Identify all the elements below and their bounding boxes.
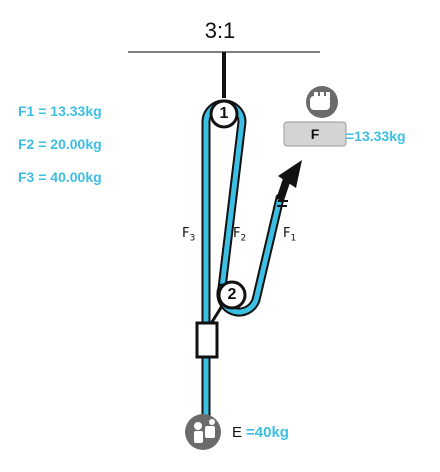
label-f3: F3	[182, 226, 196, 244]
ratio-title: 3:1	[204, 18, 236, 43]
pull-force-box	[283, 121, 347, 147]
pull-arrow	[276, 160, 302, 207]
label-f1: F1	[283, 226, 297, 244]
pulley-link	[210, 305, 224, 323]
pulley-1	[209, 99, 239, 129]
force-f1: F1 = 13.33kg	[18, 103, 102, 119]
worker-icon	[185, 414, 221, 450]
rope-clamp	[195, 321, 219, 359]
pull-force-value: =13.33kg	[346, 128, 406, 144]
load-value: =40kg	[246, 424, 289, 441]
label-f2: F2	[233, 226, 247, 244]
hand-icon	[306, 86, 338, 118]
load-label: E	[232, 424, 243, 441]
rope	[201, 99, 285, 425]
pulley-2	[217, 280, 247, 310]
force-list: F1 = 13.33kg F2 = 20.00kg F3 = 40.00kg	[18, 95, 102, 194]
pulley-2-label: 2	[227, 286, 237, 303]
pull-force-label: F	[310, 126, 320, 142]
force-f2: F2 = 20.00kg	[18, 136, 102, 152]
pulley-1-label: 1	[219, 105, 229, 122]
force-f3: F3 = 40.00kg	[18, 169, 102, 185]
